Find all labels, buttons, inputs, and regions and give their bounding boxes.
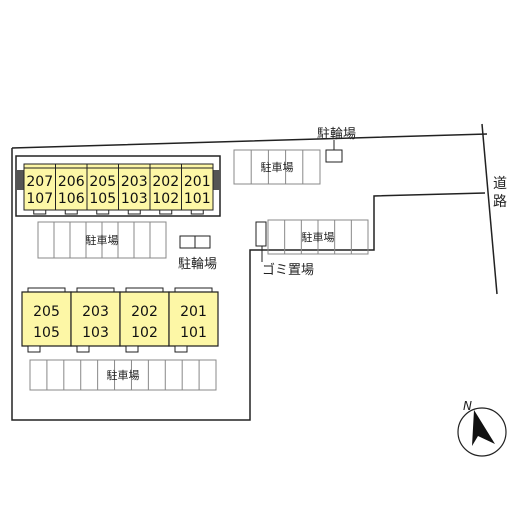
unit-number-bottom: 102	[131, 325, 158, 341]
parking-lot-right: 駐車場	[267, 219, 369, 255]
unit-entrance	[174, 345, 188, 353]
north-label: N	[463, 399, 472, 413]
unit-entrance	[33, 209, 47, 215]
unit-number-bottom: 105	[33, 325, 60, 341]
parking-lot-upper: 駐車場	[37, 221, 167, 259]
compass-needle-icon	[472, 410, 495, 446]
unit-number-bottom: 103	[82, 325, 109, 341]
unit-entrance	[96, 209, 110, 215]
unit-number-top: 205	[33, 304, 60, 320]
unit-entrance	[27, 345, 41, 353]
building-upper	[15, 155, 221, 217]
garbage-area-label: ゴミ置場	[262, 262, 314, 278]
unit-number-bottom: 101	[180, 325, 207, 341]
unit-box	[86, 163, 119, 211]
parking-lot-top: 駐車場	[233, 149, 321, 185]
unit-number-top: 207	[26, 174, 53, 190]
parking-label: 駐車場	[86, 233, 119, 247]
unit-number-bottom: 107	[26, 191, 53, 207]
bike-parking-top-box	[325, 149, 343, 163]
parking-outline	[233, 149, 321, 185]
unit-number-bottom: 101	[184, 191, 211, 207]
unit-number-top: 202	[131, 304, 158, 320]
building-upper-corner-right	[212, 170, 220, 190]
road-edge	[481, 123, 498, 295]
unit-roof-line	[27, 287, 66, 292]
parking-label: 駐車場	[302, 230, 335, 244]
unit-number-top: 203	[82, 304, 109, 320]
unit-roof-line	[125, 287, 164, 292]
parking-lot-bottom: 駐車場	[29, 359, 217, 391]
garbage-area-box	[255, 221, 267, 247]
unit-number-top: 201	[184, 174, 211, 190]
bike-parking-mid-label: 駐輪場	[178, 256, 217, 272]
unit-number-top: 206	[58, 174, 85, 190]
unit-box	[168, 291, 219, 347]
bike-parking-top-label: 駐輪場	[317, 126, 356, 142]
road-label-top: 道	[493, 176, 507, 192]
compass-circle-icon	[457, 407, 507, 457]
road-label-bottom: 路	[493, 194, 507, 210]
unit-number-bottom: 102	[152, 191, 179, 207]
unit-box	[181, 163, 214, 211]
unit-number-bottom: 105	[89, 191, 116, 207]
parking-label: 駐車場	[261, 160, 294, 174]
unit-entrance	[159, 209, 173, 215]
unit-entrance	[127, 209, 141, 215]
unit-number-bottom: 103	[121, 191, 148, 207]
unit-number-top: 203	[121, 174, 148, 190]
unit-number-top: 205	[89, 174, 116, 190]
property-boundary	[11, 133, 488, 421]
parking-outline	[29, 359, 217, 391]
unit-roof-line	[174, 287, 213, 292]
unit-box	[23, 163, 56, 211]
unit-entrance	[76, 345, 90, 353]
unit-number-top: 202	[152, 174, 179, 190]
unit-entrance	[125, 345, 139, 353]
unit-number-top: 201	[180, 304, 207, 320]
north-arrow: N	[457, 399, 507, 457]
parking-label: 駐車場	[107, 368, 140, 382]
unit-roof-line	[76, 287, 115, 292]
unit-entrance	[64, 209, 78, 215]
unit-number-bottom: 106	[58, 191, 85, 207]
building-upper-corner-left	[16, 170, 24, 190]
unit-entrance	[190, 209, 204, 215]
